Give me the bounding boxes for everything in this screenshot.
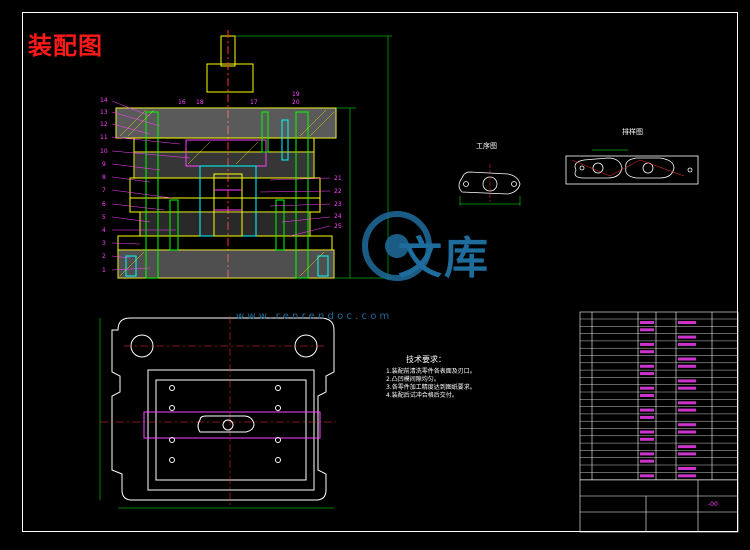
- bom-cell-mark: [678, 423, 696, 427]
- bom-cell-mark: [678, 321, 696, 324]
- part-number: 12: [100, 121, 108, 128]
- bom-cell-mark: [640, 459, 654, 463]
- bom-cell-mark: [640, 342, 654, 346]
- bom-cell-mark: [678, 386, 696, 390]
- part-number: 20: [292, 99, 300, 106]
- part-number: 2: [102, 253, 106, 260]
- drawing-title: 装配图: [28, 32, 103, 60]
- part-number: 5: [102, 214, 106, 221]
- part-number: 9: [102, 161, 106, 168]
- part-number: 1: [102, 267, 106, 274]
- plan-view: [99, 316, 336, 509]
- watermark-text: 文库: [398, 233, 490, 284]
- part-number: 11: [100, 134, 108, 141]
- bom-cell-mark: [678, 335, 696, 339]
- bom-cell-mark: [678, 452, 696, 456]
- bom-cell-mark: [678, 408, 696, 412]
- bom-cell-mark: [678, 357, 696, 361]
- part-number: 22: [334, 188, 342, 195]
- leader-lines-left: [111, 100, 191, 271]
- layout-label: 排样图: [622, 127, 643, 136]
- watermark-url: www.renrendoc.com: [236, 311, 393, 322]
- part-number: 13: [100, 109, 108, 116]
- workpiece-drawing: [458, 164, 521, 206]
- bom-cell-mark: [640, 328, 654, 332]
- bom-cell-mark: [678, 445, 696, 449]
- part-number: 21: [334, 175, 342, 182]
- bom-rows: [580, 318, 738, 480]
- bom-cell-mark: [678, 474, 696, 478]
- bom-cell-mark: [640, 321, 654, 324]
- tech-req-line: 3.各零件加工精度达到图纸要求。: [386, 384, 476, 391]
- part-number: 16: [178, 99, 186, 106]
- title-block: [579, 311, 739, 533]
- technical-requirements: 技术要求： 1.装配前清洗零件各表面及刃口。 2.凸凹模间隙均匀。 3.各零件加…: [386, 356, 476, 400]
- part-number: 24: [334, 213, 342, 220]
- part-number: 10: [100, 148, 108, 155]
- bom-cell-mark: [678, 364, 696, 368]
- bom-cell-mark: [640, 350, 654, 354]
- bom-marks: [640, 321, 696, 478]
- bom-cell-mark: [640, 452, 654, 456]
- part-number: 8: [102, 174, 106, 181]
- part-number: 6: [102, 201, 106, 208]
- bom-cell-mark: [640, 415, 654, 419]
- bom-cell-mark: [640, 430, 654, 434]
- bom-cell-mark: [678, 467, 696, 470]
- bom-cell-mark: [640, 364, 654, 368]
- drawing-frame: [22, 12, 738, 532]
- bom-cell-mark: [640, 474, 654, 478]
- part-number: 3: [102, 240, 106, 247]
- part-numbers: 14 13 12 11 10 9 8 7 6 5 4 3 2 1 16 18 1…: [100, 91, 342, 274]
- part-number: 25: [334, 223, 342, 230]
- bom-cell-mark: [640, 386, 654, 390]
- part-number: 17: [250, 99, 258, 106]
- bom-cell-mark: [640, 372, 654, 376]
- part-number: 23: [334, 201, 342, 208]
- part-number: 7: [102, 187, 106, 194]
- bom-cell-mark: [640, 408, 654, 412]
- leader-lines-right: [259, 177, 331, 237]
- part-number: 4: [102, 227, 106, 234]
- tech-req-heading: 技术要求：: [406, 355, 446, 364]
- bom-cell-mark: [640, 437, 654, 441]
- tech-req-line: 4.装配后试冲合格后交付。: [386, 392, 458, 399]
- watermark-logo: [362, 211, 432, 281]
- tech-req-line: 2.凸凹模间隙均匀。: [386, 376, 440, 383]
- strip-layout: [565, 149, 699, 185]
- tech-req-line: 1.装配前清洗零件各表面及刃口。: [386, 368, 476, 375]
- bom-cell-mark: [640, 394, 654, 397]
- part-number: 19: [292, 91, 300, 98]
- bom-cell-mark: [678, 379, 696, 383]
- part-number: 18: [196, 99, 204, 106]
- workpiece-label: 工序图: [476, 141, 497, 150]
- drawing-number: -00: [708, 501, 718, 508]
- bom-cell-mark: [678, 401, 696, 405]
- bom-cell-mark: [678, 430, 696, 434]
- bom-cell-mark: [678, 342, 696, 346]
- section-view: [115, 30, 392, 280]
- part-number: 14: [100, 97, 108, 104]
